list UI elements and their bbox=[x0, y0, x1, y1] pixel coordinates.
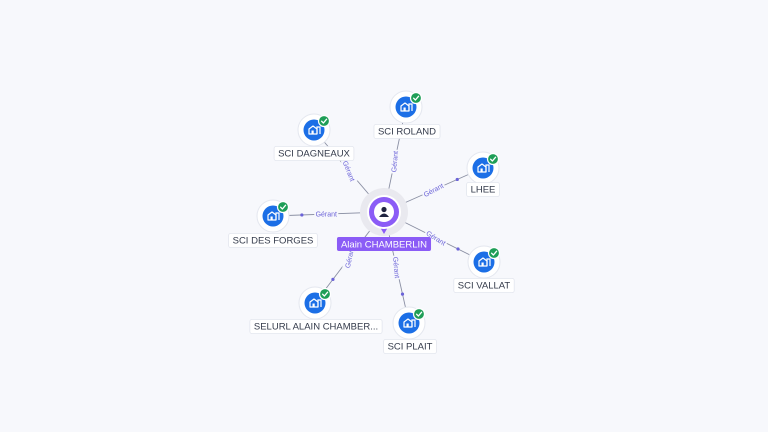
edge-arrow bbox=[400, 292, 405, 296]
company-label-bg bbox=[453, 278, 515, 293]
company-label-bg bbox=[383, 339, 437, 354]
company-name: SCI ROLAND bbox=[378, 127, 436, 138]
company-node[interactable] bbox=[389, 90, 423, 124]
nodes-layer: SCI ROLAND LHEE SCI VALLAT SCI PLAIT SELURL … bbox=[228, 90, 515, 354]
edges-layer: GérantGérantGérantGérantGérantGérantGéra… bbox=[272, 106, 485, 324]
edge-label: Gérant bbox=[391, 255, 403, 280]
verified-badge-icon bbox=[318, 287, 332, 301]
company-label[interactable]: LHEE bbox=[466, 182, 500, 197]
edge-label: Gérant bbox=[420, 179, 446, 200]
company-label[interactable]: SCI VALLAT bbox=[453, 278, 515, 293]
edge-label: Gérant bbox=[388, 149, 400, 174]
edge-label: Gérant bbox=[340, 158, 359, 184]
company-label-bg bbox=[249, 319, 383, 334]
verified-badge-icon bbox=[487, 246, 501, 260]
company-label-bg bbox=[273, 146, 355, 161]
company-node[interactable] bbox=[466, 151, 500, 185]
company-name: SCI DAGNEAUX bbox=[278, 149, 350, 160]
center-label-bg bbox=[336, 237, 432, 251]
verified-badge-icon bbox=[276, 200, 290, 214]
edge-label-text: Gérant bbox=[391, 257, 400, 279]
verified-badge-icon bbox=[317, 114, 331, 128]
company-label-bg bbox=[466, 182, 500, 197]
edge-label-text: Gérant bbox=[391, 151, 400, 173]
company-node[interactable] bbox=[297, 113, 331, 147]
verified-badge-icon bbox=[486, 152, 500, 166]
company-node[interactable] bbox=[392, 306, 426, 340]
edge-arrow bbox=[455, 177, 459, 182]
verified-badge-icon bbox=[409, 91, 423, 105]
company-label[interactable]: SCI DAGNEAUX bbox=[273, 146, 355, 161]
verified-badge-icon bbox=[412, 307, 426, 321]
company-label[interactable]: SELURL ALAIN CHAMBER... bbox=[249, 319, 383, 334]
company-name: LHEE bbox=[471, 185, 496, 196]
edge-label-bg bbox=[314, 209, 339, 219]
edge-label: Gérant bbox=[342, 244, 356, 271]
edge-label-bg bbox=[388, 149, 400, 174]
edge-label-bg bbox=[423, 227, 449, 248]
company-node[interactable] bbox=[298, 286, 332, 320]
edge-label-text: Gérant bbox=[345, 246, 356, 268]
center-node[interactable]: Alain CHAMBERLIN bbox=[336, 188, 432, 251]
edge-label: Gérant bbox=[314, 209, 339, 219]
edge-arrow bbox=[300, 213, 304, 217]
edge-label-bg bbox=[391, 255, 403, 280]
edge-label-bg bbox=[342, 244, 356, 271]
center-label[interactable]: Alain CHAMBERLIN bbox=[336, 237, 432, 251]
company-name: SELURL ALAIN CHAMBER... bbox=[254, 322, 378, 333]
company-node[interactable] bbox=[467, 245, 501, 279]
edge-label-text: Gérant bbox=[316, 212, 337, 219]
person-name: Alain CHAMBERLIN bbox=[341, 240, 427, 251]
company-node[interactable] bbox=[256, 199, 290, 233]
company-label[interactable]: SCI DES FORGES bbox=[228, 233, 318, 248]
company-label[interactable]: SCI PLAIT bbox=[383, 339, 437, 354]
edge-label-bg bbox=[420, 179, 446, 200]
edge-label-bg bbox=[340, 158, 359, 184]
person-icon bbox=[379, 206, 389, 217]
company-label[interactable]: SCI ROLAND bbox=[373, 124, 441, 139]
edge-arrow bbox=[456, 247, 460, 251]
company-label-bg bbox=[373, 124, 441, 139]
company-label-bg bbox=[228, 233, 318, 248]
edge-arrow bbox=[331, 277, 335, 281]
company-name: SCI DES FORGES bbox=[233, 236, 314, 247]
company-name: SCI VALLAT bbox=[458, 281, 511, 292]
company-name: SCI PLAIT bbox=[388, 342, 433, 353]
